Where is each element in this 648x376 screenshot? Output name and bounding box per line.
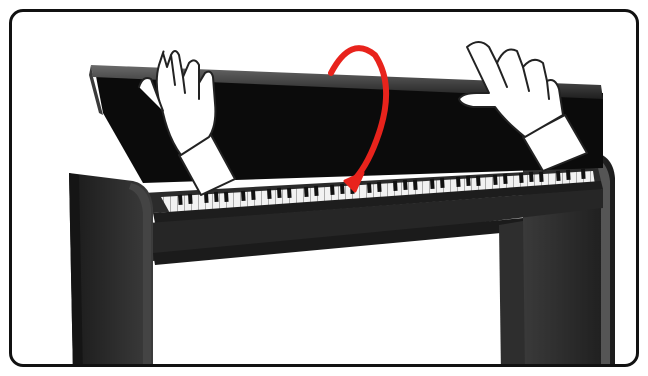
piano-right-leg — [499, 221, 525, 367]
illustration-border — [9, 9, 639, 367]
piano-left-side-panel — [69, 173, 153, 367]
piano-illustration — [12, 12, 639, 367]
